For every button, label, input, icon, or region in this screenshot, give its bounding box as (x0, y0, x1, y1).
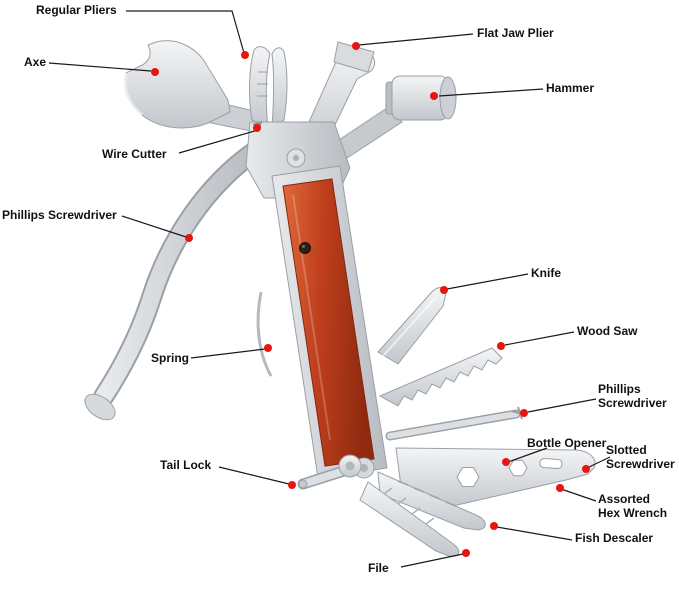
callout-dot (288, 481, 296, 489)
callout-dot (520, 409, 528, 417)
label-bottle-opener: Bottle Opener (527, 436, 607, 450)
callout-dot (264, 344, 272, 352)
wood-saw-blade (378, 347, 503, 407)
callout-dot (462, 549, 470, 557)
label-flat-jaw-plier: Flat Jaw Plier (477, 26, 554, 40)
label-hammer: Hammer (546, 81, 595, 95)
handle-screw (299, 242, 311, 254)
callout-dot (253, 124, 261, 132)
callout-dot (556, 484, 564, 492)
callout-dot (430, 92, 438, 100)
label-regular-pliers: Regular Pliers (36, 3, 117, 17)
label-line: Assorted (598, 492, 651, 506)
bottle-opener-cutout (539, 458, 563, 469)
callout-dot (151, 68, 159, 76)
callout-dot (502, 458, 510, 466)
label-wood-saw: Wood Saw (577, 324, 638, 338)
left-handle (84, 141, 265, 421)
callout-dot (582, 465, 590, 473)
label-tail-lock: Tail Lock (160, 458, 212, 472)
label-assorted-hex-wrench: Assorted Hex Wrench (598, 492, 667, 521)
axe-head (123, 40, 259, 133)
label-axe: Axe (24, 55, 47, 69)
label-spring: Spring (151, 351, 189, 365)
callout-dot (490, 522, 498, 530)
leader-lines (48, 10, 611, 568)
knife-blade (377, 287, 447, 365)
label-line: Phillips (598, 382, 641, 396)
label-knife: Knife (531, 266, 561, 280)
callout-dot (185, 234, 193, 242)
label-phillips-screwdriver-right: Phillips Screwdriver (598, 382, 667, 411)
label-line: Hex Wrench (598, 506, 668, 521)
label-line: Screwdriver (606, 457, 675, 472)
hex-cutout-large (456, 467, 480, 487)
callout-dots (151, 42, 590, 557)
label-line: Screwdriver (598, 396, 667, 411)
label-phillips-screwdriver-left: Phillips Screwdriver (2, 208, 117, 222)
fish-descaler-tool (377, 471, 486, 531)
label-fish-descaler: Fish Descaler (575, 531, 654, 545)
tail-lock-lever (297, 454, 362, 490)
callout-dot (497, 342, 505, 350)
regular-pliers-jaws (249, 46, 288, 128)
label-wire-cutter: Wire Cutter (102, 147, 167, 161)
hex-cutout-small (508, 459, 528, 477)
label-slotted-screwdriver: Slotted Screwdriver (606, 443, 675, 472)
hammer-head (329, 75, 457, 161)
label-file: File (368, 561, 389, 575)
callout-dot (440, 286, 448, 294)
main-handle (271, 165, 388, 479)
callout-dot (241, 51, 249, 59)
callout-dot (352, 42, 360, 50)
phillips-screwdriver-tool (385, 406, 526, 441)
hex-wrench-plate (395, 447, 596, 509)
spring-wire (256, 291, 273, 377)
label-line: Slotted (606, 443, 647, 457)
